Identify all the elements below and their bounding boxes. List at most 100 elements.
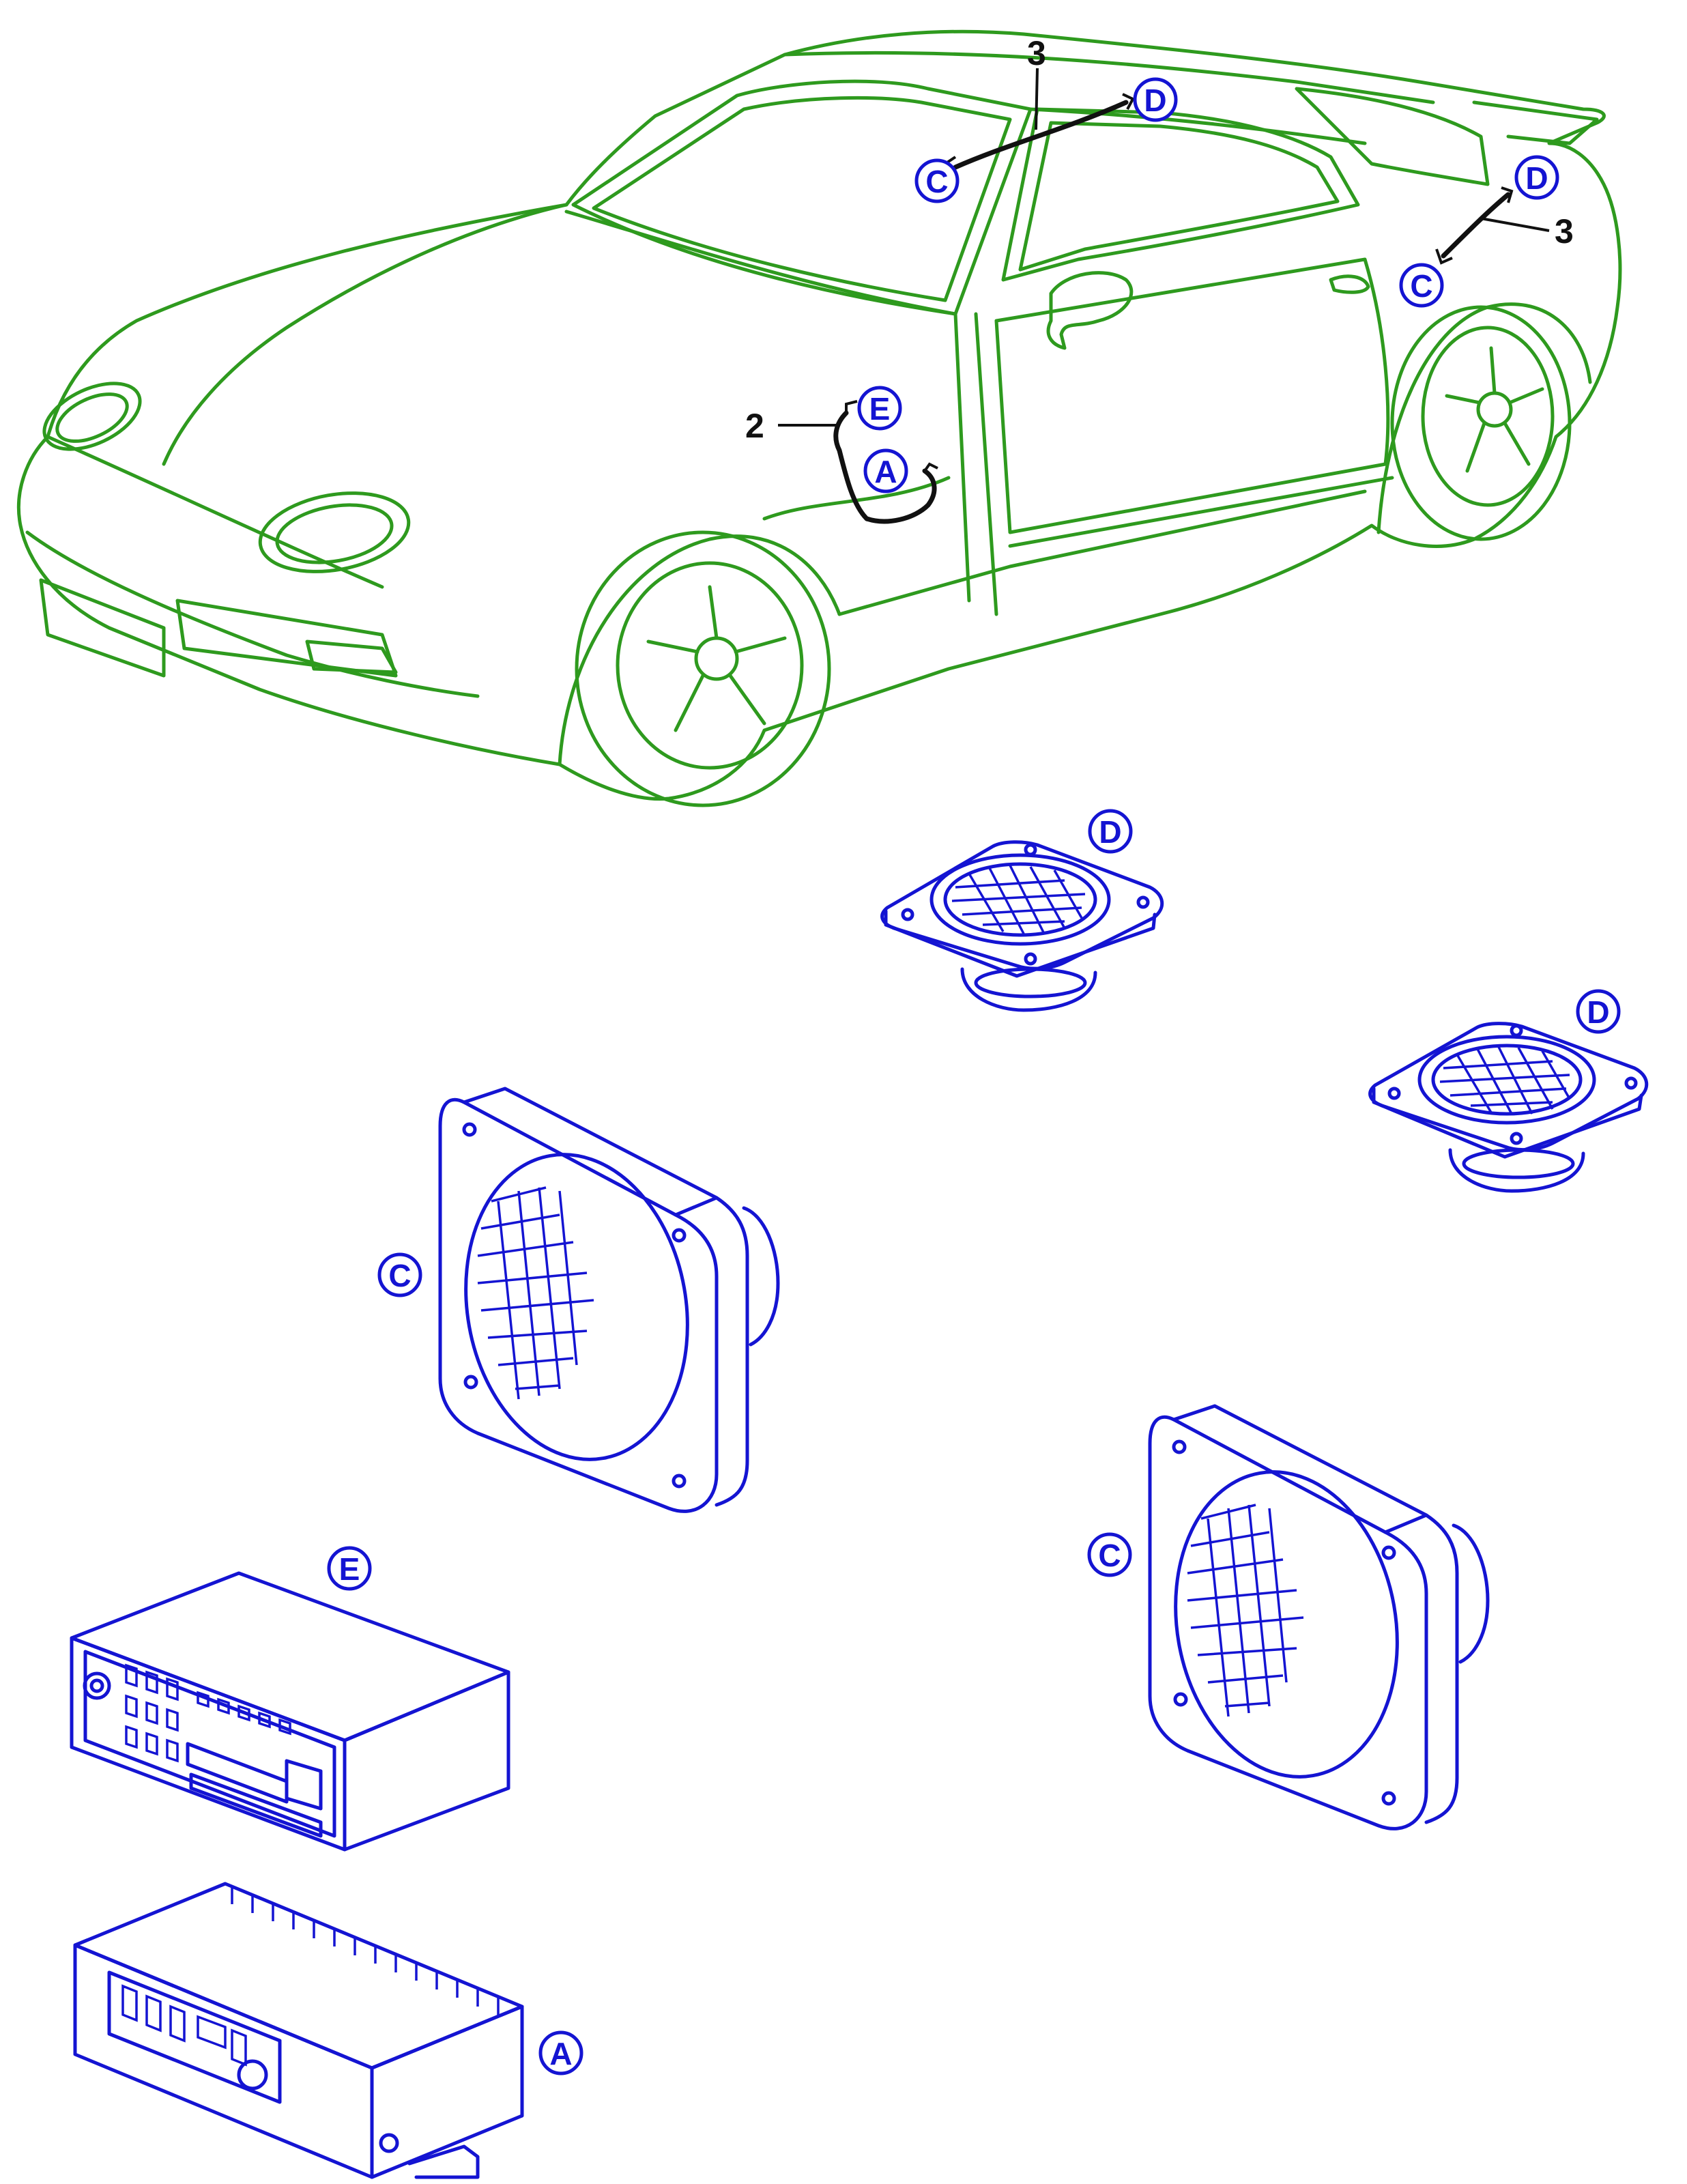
rear-wheel-tire [1390,305,1572,541]
svg-text:C: C [388,1258,411,1293]
tweeter-2-label: D [1576,989,1621,1034]
amplifier-fins [231,1887,500,2015]
car-callout-badges: C D D C E A [857,77,1559,493]
rear-cable [1441,192,1511,259]
svg-text:E: E [339,1551,360,1587]
tweeter-2-grille [1439,1045,1571,1115]
radio-side [343,1670,510,1852]
radio-cassette-slot [189,1772,323,1838]
radio-label: E [327,1546,372,1591]
speaker-2-hole-4 [1173,1692,1188,1707]
car-hood-line [162,203,568,466]
speaker-2-frame [1148,1415,1428,1830]
front-wheel-tire [575,530,831,807]
amplifier-bracket [407,2144,480,2179]
rear-wheel-rim [1421,326,1555,507]
tweeter-2-magnet [1448,1148,1585,1193]
svg-text:A: A [549,2036,572,2071]
svg-text:C: C [925,164,948,199]
car-a-pillar [953,312,971,603]
radio-faceplate [83,1650,336,1838]
speaker-2-cone [1174,1470,1399,1779]
amplifier-panel [107,1970,282,2104]
amplifier-knob [237,2059,268,2090]
tweeter-2-hole-3 [1510,1132,1523,1145]
car-headlight-right-inner [275,503,394,564]
car-headlight-right [258,491,411,573]
tweeter-2-flange-edge [1372,1087,1643,1159]
radio-knob-left [83,1671,111,1700]
roof-cable-leader [1035,68,1039,130]
tweeter-1-flange [880,840,1164,971]
tweeter-1-grille [951,865,1086,934]
rear-cable-leader [1480,217,1550,232]
svg-text:A: A [874,454,897,489]
tweeter-1-flange-edge [884,909,1157,978]
front-wheel-spokes [646,585,787,732]
car-door-lower [1008,476,1394,548]
car-spoiler [1472,100,1599,145]
svg-text:C: C [1410,268,1432,304]
tweeter-1-hole-2 [1136,895,1150,909]
car-body-outline [16,29,1622,801]
dash-callout-a: A [863,448,908,493]
dash-callout-e: E [857,386,902,431]
tweeter-1-cone-inner [943,862,1097,937]
speaker-2: C [1087,1404,1490,1830]
car-side-window [1001,107,1360,282]
radio-buttons [125,1663,179,1763]
speaker-1-hole-4 [463,1375,478,1390]
rear-wheel-spokes [1445,346,1544,473]
car-fog-right-lamp [305,640,398,674]
speaker-1-hole-1 [462,1122,477,1137]
tweeter-2-cone-inner [1431,1044,1583,1116]
tweeter-1-magnet [960,967,1097,1012]
rear-callout-d: D [1514,155,1559,200]
speaker-1-frame-depth [462,1087,749,1507]
roof-cable [953,100,1129,170]
tweeter-1-label: D [1088,809,1133,854]
car-fog-left [39,578,166,678]
speaker-2-frame-depth-2 [1383,1513,1428,1534]
rear-cable-number: 3 [1555,212,1574,250]
radio-knob-left-inner [89,1678,104,1693]
car-illustration [16,29,1622,807]
tweeter-2: D [1368,989,1649,1193]
tweeter-2-hole-2 [1624,1076,1638,1090]
car-door [994,257,1390,534]
svg-text:D: D [1525,160,1548,196]
dash-cable-number: 2 [745,407,764,445]
speaker-1-frame-depth-2 [674,1196,719,1217]
dash-cable-end-e [845,400,858,413]
amplifier-top [73,1882,524,2070]
car-roof [783,51,1435,104]
speaker-2-hole-1 [1172,1439,1187,1454]
dash-cable-end-a [923,462,938,472]
tweeter-2-hole-1 [1510,1024,1523,1037]
amplifier-controls [121,1984,247,2067]
radio-presets [197,1691,291,1736]
car-a-pillar-2 [974,312,998,616]
svg-text:D: D [1099,814,1121,850]
rear-cable-end-c [1435,248,1453,265]
tweeter-1-cone [929,853,1111,946]
tweeter-2-hole-4 [1387,1087,1401,1100]
speaker-1-frame [438,1097,719,1513]
tweeter-1-hole-4 [901,908,914,921]
car-headlight-left-inner [55,392,129,443]
speaker-1-label: C [377,1252,422,1297]
svg-text:D: D [1144,83,1166,118]
car-headlight-left [42,382,142,451]
radio-knob-right [285,1759,323,1811]
tweeter-1-hole-1 [1024,843,1037,857]
speaker-2-magnet [1452,1523,1490,1664]
amplifier-screw [379,2133,399,2153]
speaker-2-label: C [1087,1532,1132,1577]
front-wheel-hub [694,636,739,681]
svg-text:D: D [1587,994,1609,1030]
front-wheel-rim [616,561,804,770]
speaker-2-grille [1187,1504,1304,1717]
car-sill [837,489,1367,616]
